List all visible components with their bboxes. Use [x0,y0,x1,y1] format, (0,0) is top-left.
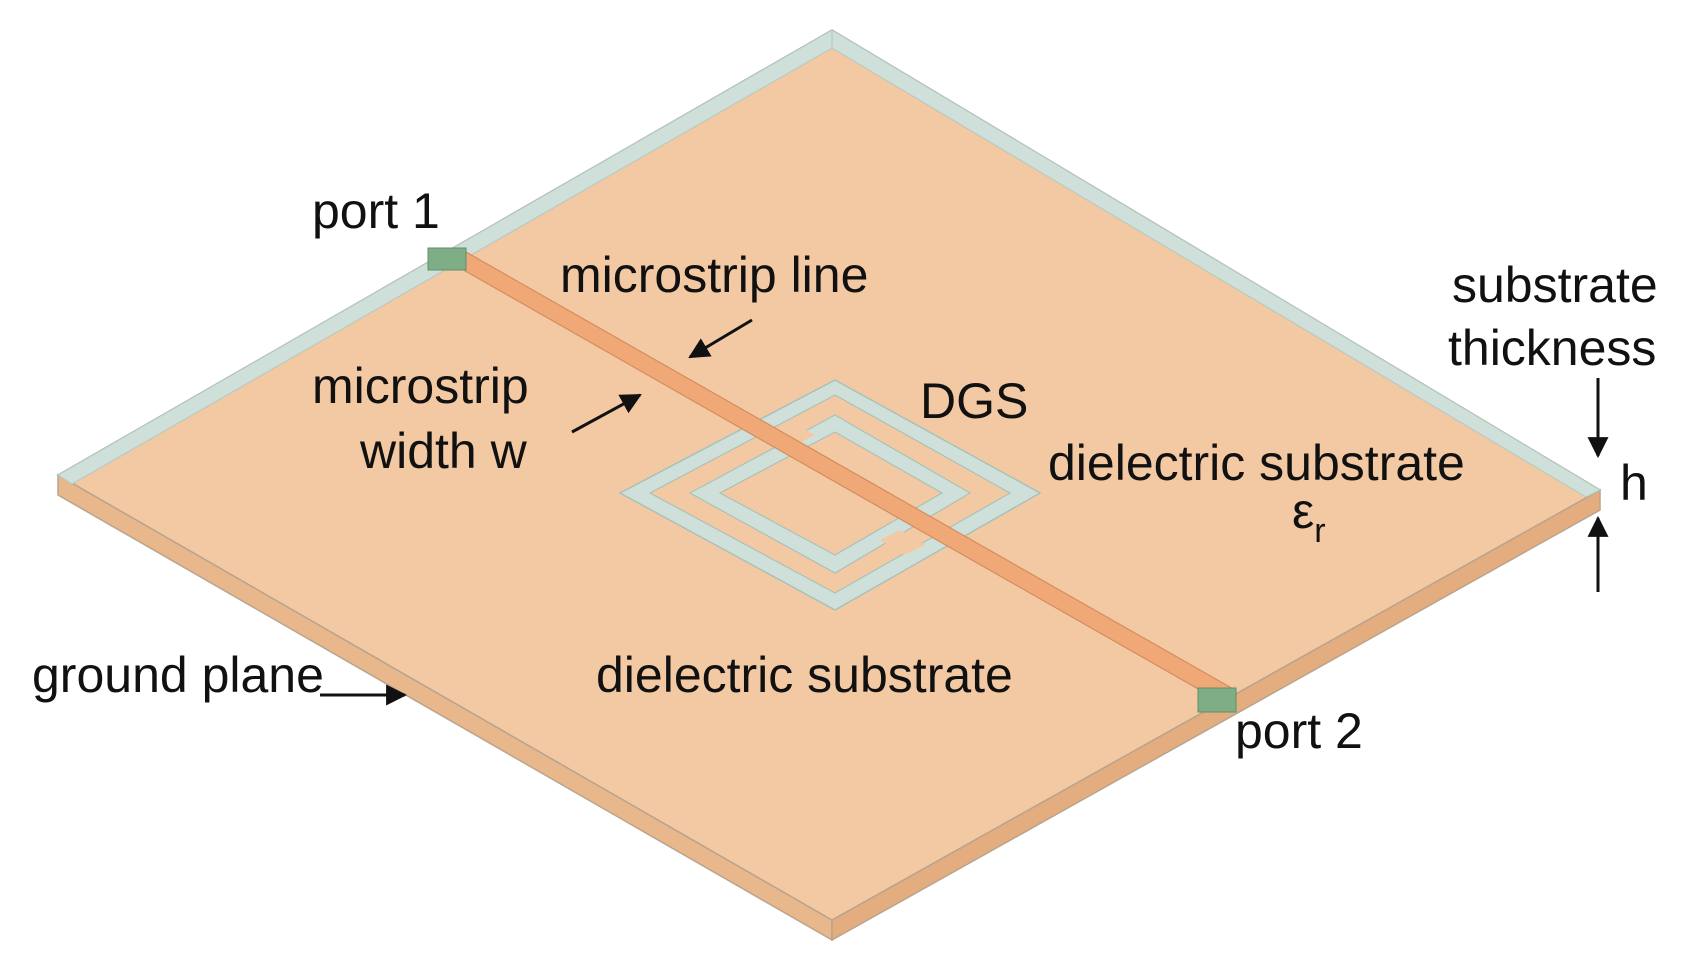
microstrip-line-arrow [688,318,753,359]
epsilon-symbol: εr [1292,483,1326,550]
port-1-label: port 1 [312,183,440,239]
substrate-thickness-label-line1: substrate [1452,257,1658,313]
substrate-thickness-label-line2: thickness [1448,320,1656,376]
dgs-gap-upper [770,420,815,445]
ground-plane-label: ground plane [32,647,324,703]
substrate-back-right-rim [831,29,1602,498]
microstrip-width-label-line2: width w [359,423,528,479]
port-2-label: port 2 [1235,703,1363,759]
dgs-gap-lower [880,530,925,555]
dielectric-substrate-bottom-label: dielectric substrate [596,647,1013,703]
microstrip-line-label: microstrip line [560,247,868,303]
microstrip-width-label-line1: microstrip [312,358,529,414]
port-1-patch [427,247,467,271]
dgs-label: DGS [920,373,1028,429]
thickness-h-label: h [1620,455,1648,511]
epsilon-letter: ε [1292,483,1314,539]
dielectric-substrate-top-label: dielectric substrate [1048,435,1465,491]
microstrip-width-arrow [571,393,642,434]
epsilon-subscript: r [1314,512,1325,550]
port-2-patch [1197,687,1237,713]
